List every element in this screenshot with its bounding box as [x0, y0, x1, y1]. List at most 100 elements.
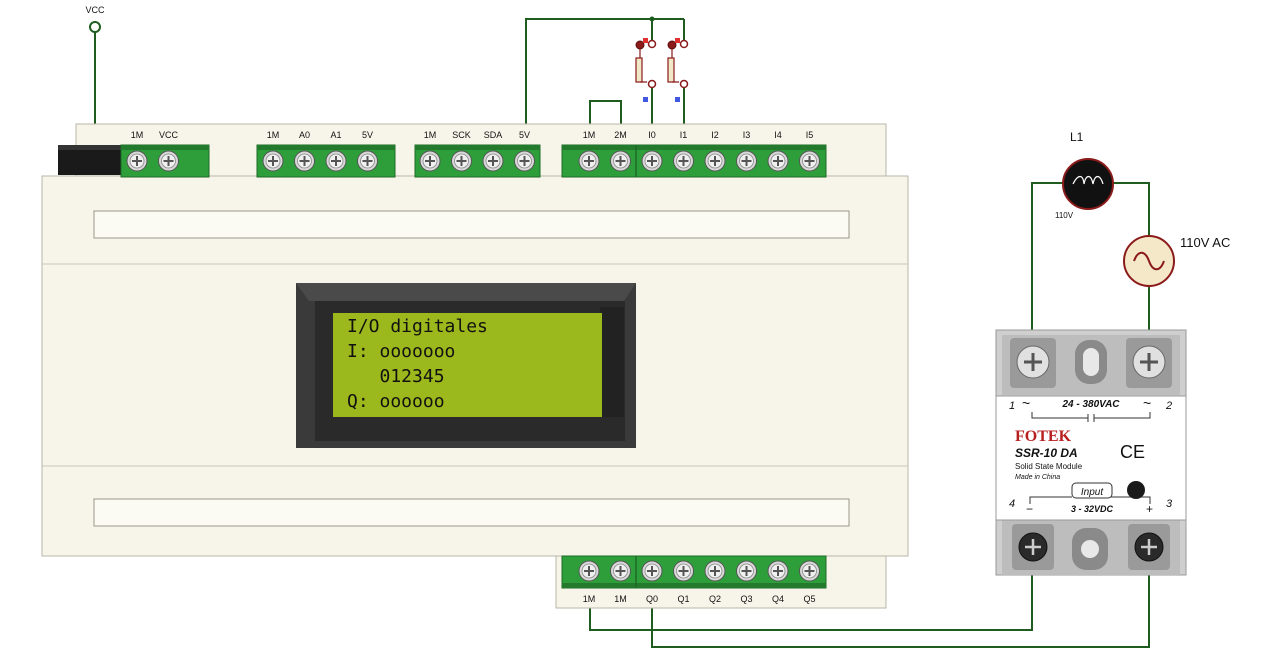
terminal-label-a1: A1: [330, 130, 341, 140]
ssr-plus: +: [1146, 502, 1153, 516]
lcd-line-1: I/O digitales: [347, 316, 488, 337]
ssr-pin-2: 2: [1165, 400, 1172, 412]
terminal-label-i5: I5: [806, 130, 814, 140]
push-button-i0[interactable]: [635, 38, 657, 102]
terminal-screw-icon[interactable]: [294, 150, 315, 172]
lamp-voltage: 110V: [1055, 211, 1074, 220]
terminal-blocks: [120, 144, 827, 589]
terminal-screw-icon[interactable]: [262, 150, 284, 172]
terminal-label-5v: 5V: [362, 130, 373, 140]
terminal-label-i2: I2: [711, 130, 719, 140]
terminal-screw-icon[interactable]: [578, 560, 600, 582]
screw-icon: [1128, 524, 1170, 570]
terminal-screw-icon[interactable]: [736, 150, 757, 172]
ssr-pin-3: 3: [1166, 498, 1173, 510]
ssr-pin-1: 1: [1009, 400, 1015, 412]
filament-icon: [1072, 175, 1104, 185]
terminal-screw-icon[interactable]: [325, 150, 347, 172]
terminal-label-i0: I0: [648, 130, 656, 140]
terminal-label-1m: 1M: [424, 130, 437, 140]
ssr-pin-4: 4: [1009, 498, 1015, 510]
terminal-label-i4: I4: [774, 130, 782, 140]
lamp-name: L1: [1070, 130, 1084, 144]
ce-mark: CE: [1120, 442, 1145, 462]
terminal-screw-icon[interactable]: [357, 150, 378, 172]
ssr-tilde-left: ~: [1022, 395, 1030, 411]
bottom-terminal-block: [561, 555, 827, 589]
terminal-screw-icon[interactable]: [767, 150, 789, 172]
ssr-made-in: Made in China: [1015, 474, 1060, 481]
terminal-screw-icon[interactable]: [419, 150, 441, 172]
screw-icon: [1012, 524, 1054, 570]
output-label-q4: Q4: [772, 594, 784, 604]
lamp-l1: L1 110V: [1055, 130, 1114, 220]
lcd-line-2: I: ooooooo: [347, 341, 455, 362]
ac-source-label: 110V AC: [1180, 235, 1230, 250]
terminal-label-1m: 1M: [267, 130, 280, 140]
terminal-screw-icon[interactable]: [610, 150, 631, 172]
output-label-1m: 1M: [614, 594, 627, 604]
terminal-screw-icon[interactable]: [704, 150, 726, 172]
terminal-labels: 1M VCC 1M A0 A1 5V 1M SCK SDA 5V 1M 2M I0 I1 I2 I3 I4 I5 1…: [131, 130, 816, 604]
output-label-1m: 1M: [583, 594, 596, 604]
top-terminal-block-3: [414, 144, 541, 178]
push-button-i1[interactable]: [667, 38, 689, 102]
sine-icon: [1133, 251, 1165, 271]
top-terminal-block-1: [120, 144, 210, 178]
terminal-label-1m: 1M: [583, 130, 596, 140]
terminal-label-i1: I1: [680, 130, 688, 140]
terminal-screw-icon[interactable]: [514, 150, 535, 172]
vcc-terminal: VCC: [85, 5, 105, 33]
lower-slot: [93, 498, 850, 527]
terminal-screw-icon[interactable]: [126, 150, 148, 172]
status-led: [1127, 481, 1145, 499]
terminal-screw-icon[interactable]: [799, 560, 820, 582]
ssr-output-range: 24 - 380VAC: [1061, 399, 1120, 410]
terminal-label-1m: 1M: [131, 130, 144, 140]
terminal-label-sda: SDA: [484, 130, 503, 140]
terminal-screw-icon[interactable]: [704, 560, 726, 582]
terminal-screw-icon[interactable]: [641, 560, 663, 582]
terminal-screw-icon[interactable]: [641, 150, 663, 172]
vcc-label: VCC: [85, 5, 105, 15]
terminal-label-sck: SCK: [452, 130, 471, 140]
output-label-q2: Q2: [709, 594, 721, 604]
ssr-brand-logo: FOTEK: [1015, 428, 1072, 445]
terminal-label-a0: A0: [299, 130, 310, 140]
terminal-screw-icon[interactable]: [451, 150, 472, 172]
ssr-model: SSR-10 DA: [1015, 446, 1078, 460]
terminal-screw-icon[interactable]: [482, 150, 504, 172]
output-label-q3: Q3: [740, 594, 752, 604]
terminal-label-vcc: VCC: [159, 130, 179, 140]
terminal-screw-icon[interactable]: [736, 560, 757, 582]
output-label-q5: Q5: [803, 594, 815, 604]
terminal-label-5v: 5V: [519, 130, 530, 140]
terminal-screw-icon[interactable]: [610, 560, 631, 582]
terminal-label-2m: 2M: [614, 130, 627, 140]
output-label-q0: Q0: [646, 594, 658, 604]
terminal-screw-icon[interactable]: [673, 560, 694, 582]
terminal-screw-icon[interactable]: [158, 150, 179, 172]
upper-slot: [93, 210, 850, 239]
terminal-screw-icon[interactable]: [799, 150, 820, 172]
lcd-screen: [333, 313, 602, 417]
output-label-q1: Q1: [677, 594, 689, 604]
top-terminal-block-2: [256, 144, 396, 178]
junction-dot: [649, 16, 655, 22]
screw-icon: [1126, 338, 1172, 388]
screw-icon: [1010, 338, 1056, 388]
lcd-line-3: 012345: [347, 366, 445, 387]
ssr-tilde-right: ~: [1143, 395, 1151, 411]
terminal-screw-icon[interactable]: [767, 560, 789, 582]
top-terminal-block-4: [561, 144, 827, 178]
ssr-input-range: 3 - 32VDC: [1071, 504, 1114, 514]
terminal-screw-icon[interactable]: [578, 150, 600, 172]
ssr-subtitle: Solid State Module: [1015, 462, 1083, 471]
solid-state-relay: 1 2 ~ ~ 24 - 380VAC FOTEK CE SSR-10 DA S…: [995, 329, 1187, 576]
lcd-line-4: Q: oooooo: [347, 391, 445, 412]
terminal-label-i3: I3: [743, 130, 751, 140]
terminal-screw-icon[interactable]: [673, 150, 694, 172]
ssr-minus: −: [1026, 502, 1033, 516]
lcd-display: I/O digitales I: ooooooo 012345 Q: ooooo…: [296, 283, 636, 448]
